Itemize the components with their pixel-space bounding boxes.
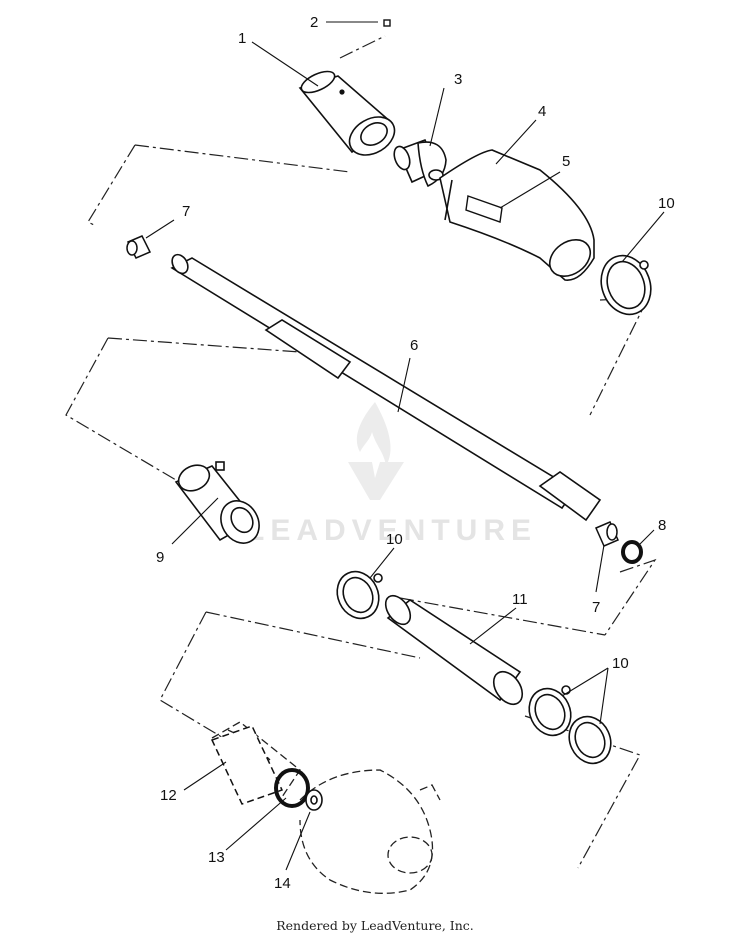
upper-assembly-outline (87, 144, 649, 416)
label-part-6: 6 (410, 337, 418, 354)
label-part-5: 5 (562, 153, 570, 170)
leader-10a (621, 211, 665, 263)
part-8-o-ring (621, 540, 643, 564)
label-part-10-lower: 10 (612, 655, 629, 672)
label-part-7-upper: 7 (182, 203, 190, 220)
leader-7b (595, 544, 605, 593)
middle-assembly-outline (65, 337, 657, 636)
footer-credit: Rendered by LeadVenture, Inc. (276, 918, 474, 933)
leader-8 (639, 529, 655, 545)
label-part-11: 11 (512, 591, 528, 608)
label-part-12: 12 (160, 787, 177, 804)
label-part-9: 9 (156, 549, 164, 566)
part-1-housing (298, 70, 396, 156)
part-number-labels: 1 2 3 4 5 6 7 7 8 9 10 10 10 11 12 13 14 (156, 14, 675, 892)
watermark-text: LEADVENTURE (246, 514, 537, 547)
leader-2-dash (339, 35, 386, 59)
part-7-plug-upper (126, 235, 152, 259)
label-part-2: 2 (310, 14, 318, 31)
part-10-clamp-lower-a (528, 685, 572, 737)
leader-10b (369, 547, 395, 579)
part-9-coupler (174, 461, 260, 544)
leader-10c-1 (561, 667, 609, 697)
leader-3 (429, 87, 445, 147)
v-logo-icon (348, 462, 404, 500)
label-part-1: 1 (238, 30, 246, 47)
leader-5 (499, 171, 561, 209)
leader-9 (171, 497, 219, 545)
part-2-set-screw (383, 19, 391, 27)
leader-4 (495, 119, 537, 165)
leader-1 (251, 41, 319, 87)
label-part-10-upper: 10 (658, 195, 675, 212)
part-13-ring (274, 768, 310, 808)
leader-11 (469, 607, 517, 645)
part-14-nut (305, 789, 323, 811)
part-11-sleeve (384, 594, 524, 706)
part-7-plug-lower (595, 521, 619, 547)
part-12-bearing-housing (210, 725, 284, 805)
leader-13 (225, 797, 287, 851)
leader-12 (183, 761, 227, 791)
part-5-label (465, 195, 503, 223)
label-part-7-lower: 7 (592, 599, 600, 616)
part-10-clamp-middle (336, 570, 383, 620)
leader-lines (145, 21, 665, 871)
label-part-13: 13 (208, 849, 225, 866)
part-3-bushing (393, 138, 447, 188)
label-part-8: 8 (658, 517, 666, 534)
leader-6 (397, 357, 411, 413)
leader-14 (285, 811, 311, 871)
part-4-boot (439, 149, 595, 281)
label-part-3: 3 (454, 71, 462, 88)
label-part-10-middle: 10 (386, 531, 403, 548)
label-part-4: 4 (538, 103, 546, 120)
flame-logo-icon (356, 402, 391, 466)
part-10-clamp-upper (600, 254, 652, 316)
part-6-drive-shaft (170, 253, 602, 522)
leader-10c-2 (599, 667, 609, 725)
label-part-14: 14 (274, 875, 291, 892)
watermark: LEADVENTURE (246, 402, 537, 547)
part-10-clamp-lower-b (568, 715, 612, 765)
leader-7a (145, 219, 175, 239)
